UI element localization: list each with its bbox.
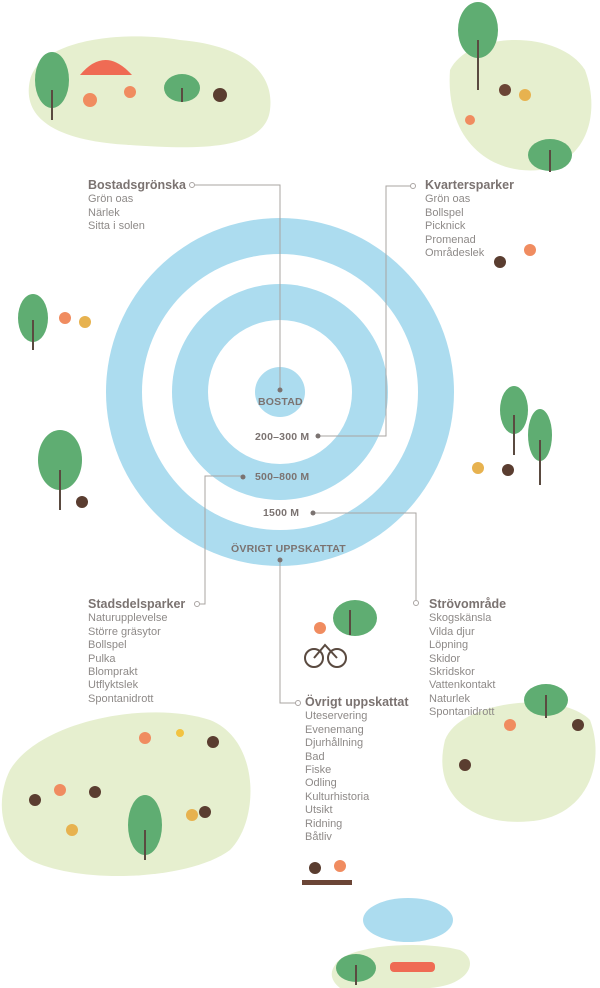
tree-icon xyxy=(333,600,377,636)
group-stadsdelsparker: Stadsdelsparker Naturupplevelse Större g… xyxy=(88,597,186,706)
list-item: Picknick xyxy=(425,220,466,233)
group-title: Övrigt uppskattat xyxy=(305,695,409,709)
sunbather xyxy=(390,962,435,972)
group-title: Bostadsgrönska xyxy=(88,178,186,192)
ring-label-200-300: 200–300 M xyxy=(255,431,310,443)
list-item: Blomprakt xyxy=(88,666,138,679)
illustration-blob-kvartersparker xyxy=(449,40,592,171)
list-item: Närlek xyxy=(88,206,120,219)
tree-icon xyxy=(458,2,498,90)
umbrella-icon xyxy=(80,60,132,75)
list-item: Pulka xyxy=(88,652,116,665)
list-item: Skridskor xyxy=(429,666,475,679)
tree-icon xyxy=(524,684,568,718)
list-item: Naturlek xyxy=(429,692,470,705)
list-item: Promenad xyxy=(425,233,476,246)
tree-icon xyxy=(528,139,572,172)
list-item: Utsikt xyxy=(305,804,333,817)
bench-icon xyxy=(302,880,352,885)
list-item: Skogskänsla xyxy=(429,612,492,625)
tree-icon xyxy=(528,409,552,485)
list-item: Båtliv xyxy=(305,831,332,844)
list-item: Evenemang xyxy=(305,723,364,736)
tree-icon xyxy=(164,74,200,102)
tree-icon xyxy=(35,52,69,120)
list-item: Bad xyxy=(305,750,325,763)
list-item: Ridning xyxy=(305,817,343,830)
ring-label-ovrigt: ÖVRIGT UPPSKATTAT xyxy=(231,543,346,555)
pond xyxy=(363,898,453,942)
group-title: Kvartersparker xyxy=(425,178,514,192)
group-ovrigt: Övrigt uppskattat Uteservering Evenemang… xyxy=(305,695,409,844)
tree-icon xyxy=(128,795,162,860)
group-title: Strövområde xyxy=(429,597,507,611)
list-item: Utflyktslek xyxy=(88,679,139,692)
tree-icon xyxy=(38,430,82,510)
illustration-blob-strovomrade xyxy=(442,702,596,822)
bicycle-icon xyxy=(304,643,347,668)
list-item: Sitta i solen xyxy=(88,220,145,233)
list-item: Naturupplevelse xyxy=(88,612,168,625)
list-item: Spontanidrott xyxy=(88,692,154,705)
list-item: Löpning xyxy=(429,639,469,652)
list-item: Skidor xyxy=(429,652,461,665)
group-strovomrade: Strövområde Skogskänsla Vilda djur Löpni… xyxy=(429,597,507,720)
ring-label-1500: 1500 M xyxy=(263,507,300,519)
list-item: Fiske xyxy=(305,764,332,777)
list-item: Spontanidrott xyxy=(429,706,495,719)
group-bostadsgronska: Bostadsgrönska Grön oas Närlek Sitta i s… xyxy=(88,178,186,234)
list-item: Bollspel xyxy=(88,639,127,652)
list-item: Kulturhistoria xyxy=(305,790,370,803)
list-item: Vilda djur xyxy=(429,625,475,638)
list-item: Uteservering xyxy=(305,710,368,723)
ring-label-bostad: BOSTAD xyxy=(258,396,303,408)
list-item: Grön oas xyxy=(425,193,471,206)
illustration-blob-stadsdelsparker xyxy=(1,712,251,877)
list-item: Större gräsytor xyxy=(88,625,161,638)
group-kvartersparker: Kvartersparker Grön oas Bollspel Picknic… xyxy=(425,178,514,260)
connector-lines xyxy=(195,184,417,704)
tree-icon xyxy=(18,294,48,350)
illustration-blob-bostadsgronska xyxy=(28,36,271,148)
list-item: Bollspel xyxy=(425,206,464,219)
list-item: Djurhållning xyxy=(305,737,364,750)
tree-icon xyxy=(500,386,528,455)
list-item: Odling xyxy=(305,777,337,790)
group-title: Stadsdelsparker xyxy=(88,597,186,611)
people-figures xyxy=(29,84,584,874)
tree-icon xyxy=(336,954,376,985)
list-item: Grön oas xyxy=(88,193,134,206)
list-item: Vattenkontakt xyxy=(429,679,496,692)
ring-label-500-800: 500–800 M xyxy=(255,471,310,483)
list-item: Områdeslek xyxy=(425,247,485,260)
